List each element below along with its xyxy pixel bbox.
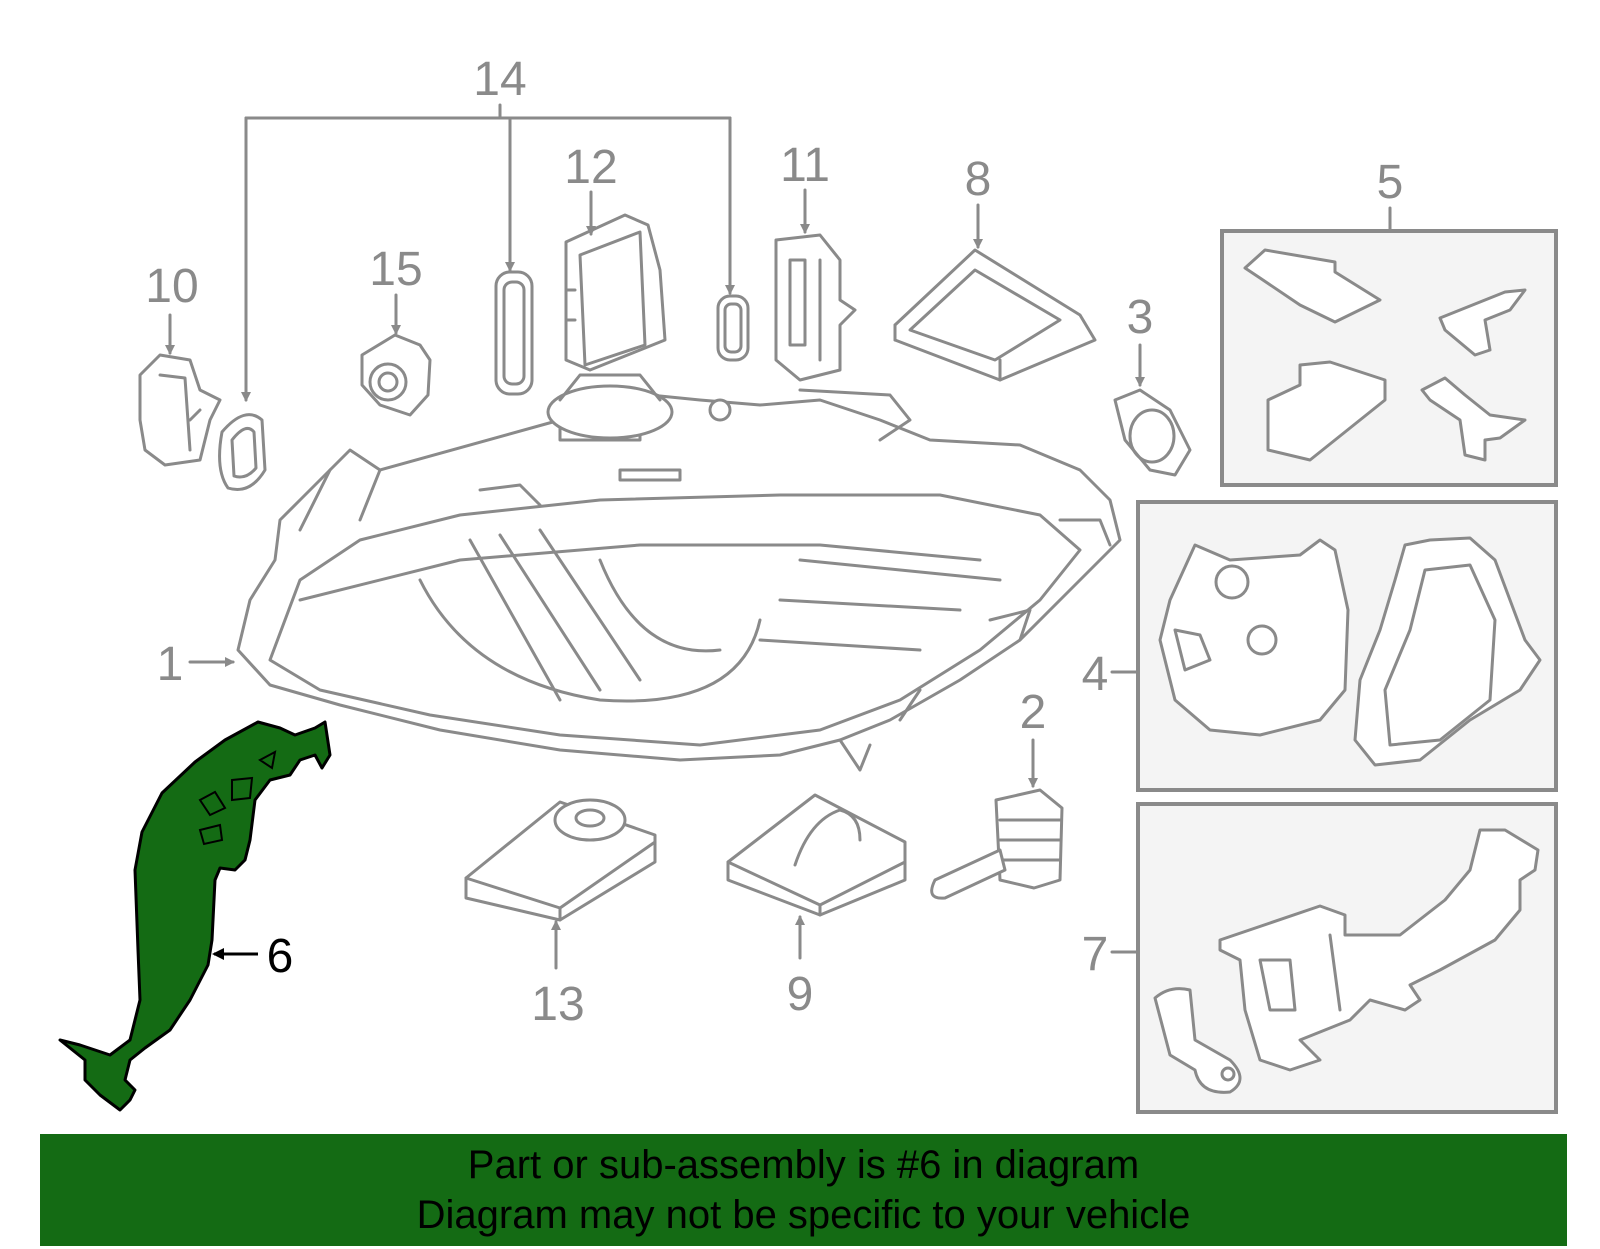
part-10-connector: [138, 353, 222, 467]
leader-lines: [165, 103, 1392, 970]
callout-1: 1: [157, 638, 184, 691]
banner-line-2: Diagram may not be specific to your vehi…: [416, 1193, 1191, 1237]
callout-11: 11: [780, 139, 830, 192]
callout-3: 3: [1127, 291, 1154, 344]
part-2-bulb: [930, 788, 1064, 900]
callout-12: 12: [564, 141, 617, 194]
callout-8: 8: [965, 153, 992, 206]
part-12-control-unit: [564, 213, 667, 372]
callout-9: 9: [787, 968, 814, 1021]
callout-13: 13: [531, 978, 584, 1031]
part-9-ballast: [726, 793, 907, 917]
part-11-connector: [774, 233, 857, 382]
part-15-socket: [360, 333, 432, 417]
callout-5: 5: [1377, 156, 1404, 209]
callout-4: 4: [1082, 648, 1109, 701]
callout-7: 7: [1082, 928, 1109, 981]
callout-10: 10: [145, 260, 198, 313]
part-7-bracket-box: [1136, 802, 1558, 1114]
callout-6: 6: [267, 930, 294, 983]
callout-labels: 14 10 15 12 11 8 5 3 1 2 4 7 13 9 6: [145, 53, 1403, 1031]
part-8-module: [893, 248, 1097, 382]
callout-2: 2: [1020, 686, 1047, 739]
part-6-highlighted: [58, 720, 332, 1112]
info-banner: Part or sub-assembly is #6 in diagram Di…: [40, 1134, 1567, 1246]
callout-14: 14: [473, 53, 526, 106]
headlight-assembly: [236, 373, 1122, 772]
part-13-ballast: [464, 798, 657, 922]
callout-15: 15: [369, 243, 422, 296]
part-4-housing-cover-box: [1136, 500, 1558, 792]
part-14-gaskets: [218, 270, 750, 491]
banner-line-1: Part or sub-assembly is #6 in diagram: [467, 1143, 1140, 1187]
part-5-bracket-kit-box: [1220, 229, 1558, 487]
part-3-ring: [1113, 388, 1192, 477]
